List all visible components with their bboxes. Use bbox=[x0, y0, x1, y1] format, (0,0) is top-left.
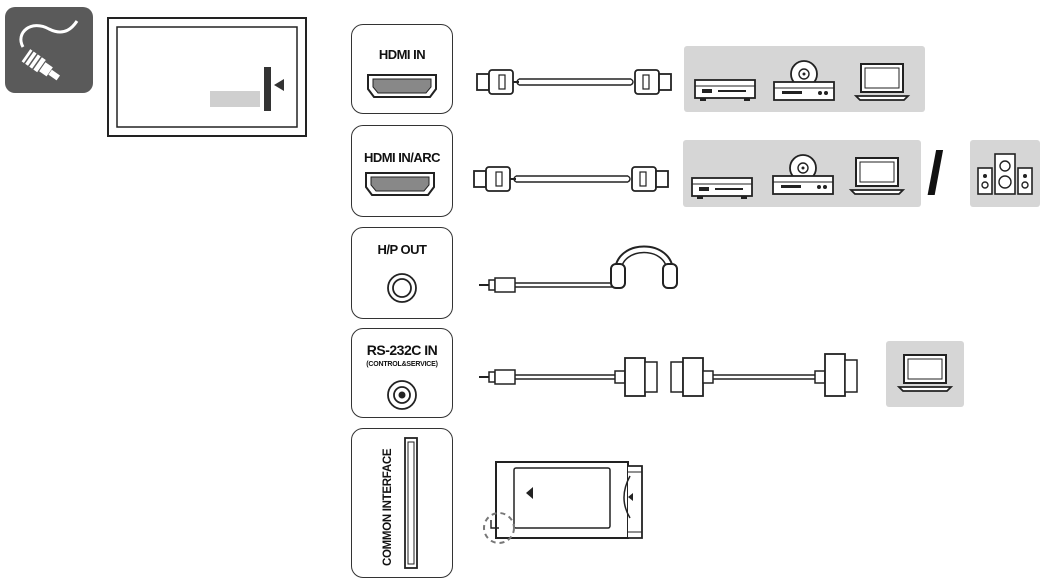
source-devices-panel bbox=[684, 46, 925, 112]
rs232c-cable-icon bbox=[479, 353, 858, 397]
or-separator: / bbox=[927, 140, 944, 207]
laptop-icon bbox=[853, 63, 911, 101]
hdmi-cable-icon bbox=[476, 69, 672, 95]
dvd-player-icon bbox=[773, 60, 835, 101]
set-top-box-icon bbox=[694, 79, 756, 101]
headphones-icon bbox=[610, 245, 678, 289]
ci-slot-icon bbox=[404, 437, 418, 569]
source-devices-panel-arc bbox=[683, 140, 921, 207]
hdmi-port-icon bbox=[367, 74, 437, 98]
hdmi-in-port: HDMI IN bbox=[351, 24, 453, 114]
pc-device-panel bbox=[886, 341, 964, 407]
hp-out-label: H/P OUT bbox=[377, 242, 428, 257]
ci-card-module-icon bbox=[483, 461, 643, 544]
hdmi-in-label: HDMI IN bbox=[378, 47, 426, 62]
cable-badge bbox=[5, 7, 93, 93]
laptop-icon bbox=[896, 354, 954, 392]
common-interface-port: COMMON INTERFACE bbox=[351, 428, 453, 578]
cable-plug-icon bbox=[19, 20, 79, 81]
audio-jack-icon bbox=[387, 273, 417, 303]
hdmi-port-icon bbox=[365, 172, 435, 196]
common-interface-label: COMMON INTERFACE bbox=[382, 448, 394, 566]
hp-out-port: H/P OUT bbox=[351, 227, 453, 319]
rs232c-label: RS-232C IN bbox=[366, 342, 438, 358]
rs232c-port: RS-232C IN (CONTROL&SERVICE) bbox=[351, 328, 453, 418]
audio-jack-icon bbox=[387, 380, 417, 410]
speaker-system-icon bbox=[977, 153, 1033, 195]
hdmi-arc-label: HDMI IN/ARC bbox=[363, 150, 441, 165]
hdmi-cable-icon bbox=[473, 166, 669, 192]
laptop-icon bbox=[848, 157, 906, 195]
tv-rear-diagram bbox=[107, 17, 307, 137]
hdmi-arc-port: HDMI IN/ARC bbox=[351, 125, 453, 217]
headphones-cable-icon bbox=[479, 245, 678, 293]
audio-device-panel bbox=[970, 140, 1040, 207]
dvd-player-icon bbox=[772, 154, 834, 195]
rs232c-sub-label: (CONTROL&SERVICE) bbox=[366, 361, 438, 368]
set-top-box-icon bbox=[691, 177, 753, 199]
